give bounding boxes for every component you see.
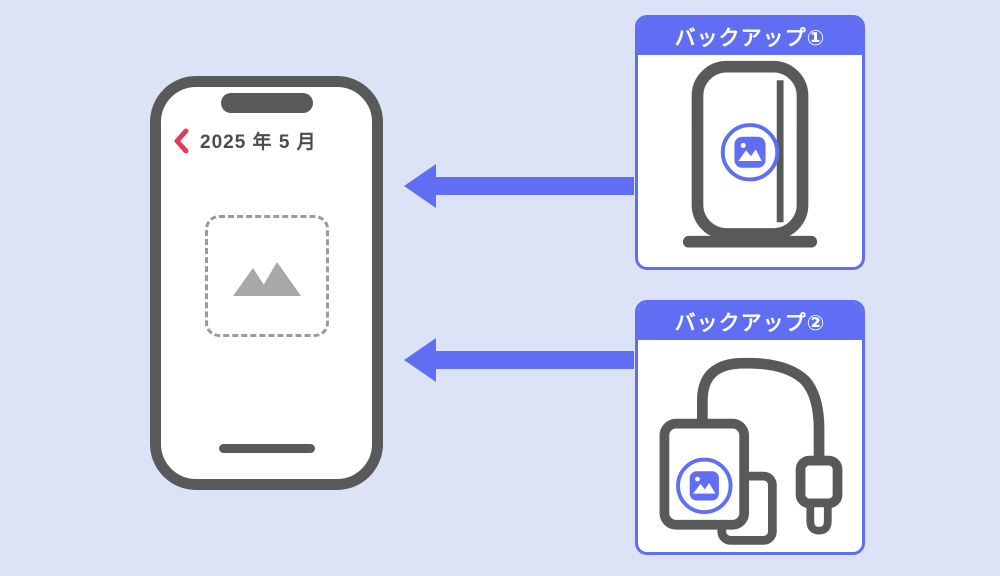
backup-card-2-body [638, 340, 862, 552]
photo-badge-icon [720, 123, 780, 182]
dynamic-island [220, 93, 313, 113]
backup-card-2: バックアップ② [635, 300, 865, 555]
photo-badge-icon [676, 457, 733, 515]
photo-app-header: 2025 年 5 月 [173, 127, 317, 154]
photo-placeholder [205, 215, 329, 337]
backup-card-1: バックアップ① [635, 15, 865, 270]
phone-illustration: 2025 年 5 月 [150, 76, 383, 490]
arrow-from-backup1-icon [404, 164, 634, 208]
back-chevron-icon [174, 128, 189, 153]
backup-card-2-title: バックアップ② [638, 303, 862, 340]
backup-card-1-body [638, 55, 862, 267]
portable-hdd-icon [682, 60, 818, 248]
arrow-from-backup2-icon [404, 338, 634, 382]
card-reader-cable-icon [659, 357, 843, 545]
home-indicator [218, 444, 315, 453]
date-label: 2025 年 5 月 [200, 132, 317, 153]
backup-card-1-title: バックアップ① [638, 18, 862, 55]
photo-mountains-icon [233, 262, 301, 296]
